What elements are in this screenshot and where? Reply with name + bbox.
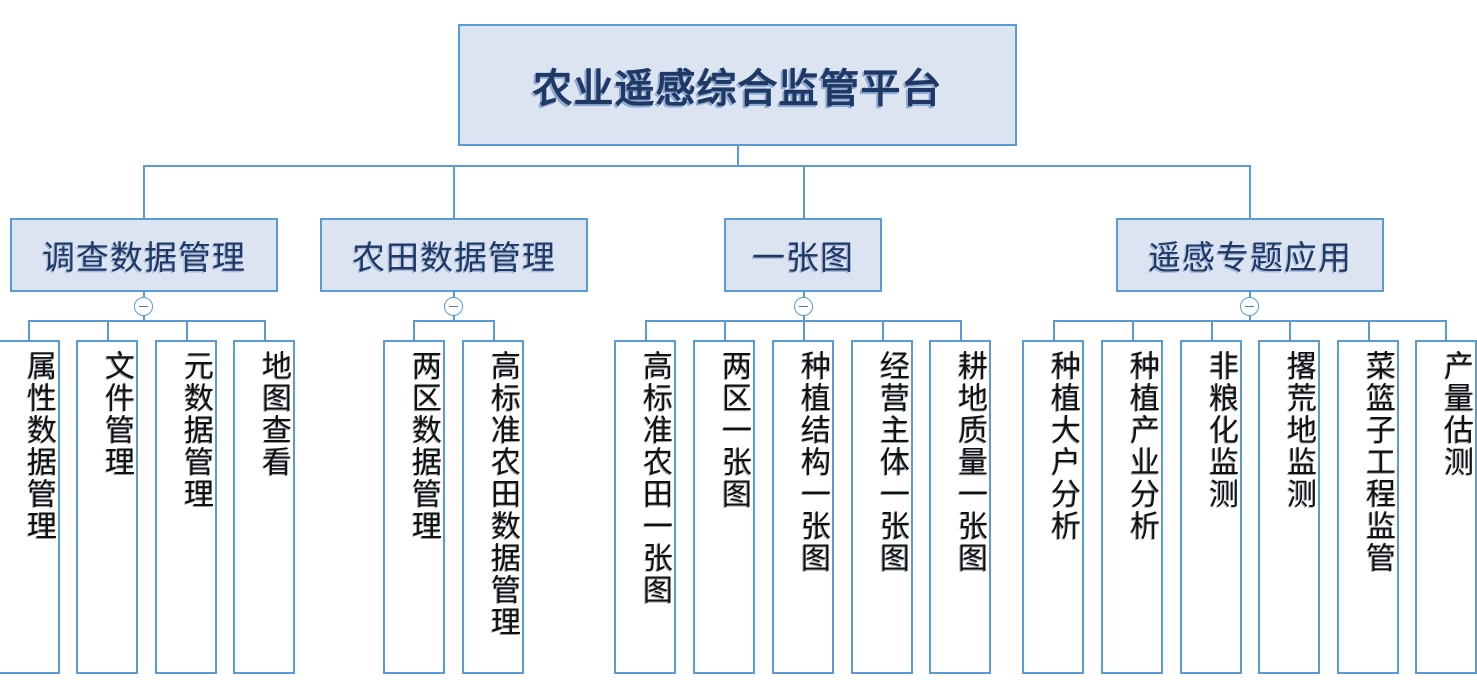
leaf-node-label: 地图查看: [257, 350, 290, 478]
connector-drop-branch-3: [803, 165, 805, 218]
leaf-node-abandoned-land-monitoring[interactable]: 撂荒地监测: [1258, 340, 1320, 674]
leaf-node-high-standard-farmland-data-mgmt[interactable]: 高标准农田数据管理: [462, 340, 524, 674]
branch-node-farmland-data[interactable]: 农田数据管理: [320, 218, 588, 292]
minus-circle-icon: [139, 305, 148, 308]
root-node-platform[interactable]: 农业遥感综合监管平台: [458, 24, 1017, 146]
connector-leaf-drop-4-2: [1132, 320, 1134, 341]
leaf-node-label: 耕地质量一张图: [953, 350, 986, 574]
leaf-node-label: 产量估测: [1439, 350, 1472, 478]
connector-drop-branch-4: [1249, 165, 1251, 218]
branch-node-label: 一张图: [752, 239, 854, 276]
leaf-node-label: 文件管理: [100, 350, 133, 478]
leaf-node-metadata-mgmt[interactable]: 元数据管理: [155, 340, 217, 674]
leaf-node-large-grower-analysis[interactable]: 种植大户分析: [1022, 340, 1084, 674]
connector-leaf-drop-3-4: [882, 320, 884, 341]
connector-root-bus: [143, 165, 1251, 167]
connector-leaf-drop-1-3: [186, 320, 188, 341]
minus-circle-icon: [449, 305, 458, 308]
collapse-toggle-branch-4[interactable]: [1240, 297, 1259, 316]
connector-leaf-drop-1-1: [28, 320, 30, 341]
connector-bus-branch-1: [28, 320, 266, 322]
leaf-node-label: 两区一张图: [717, 350, 750, 510]
connector-leaf-drop-1-2: [107, 320, 109, 341]
connector-leaf-drop-4-5: [1368, 320, 1370, 341]
connector-leaf-drop-2-2: [493, 320, 495, 341]
connector-drop-branch-2: [453, 165, 455, 218]
leaf-node-map-view[interactable]: 地图查看: [233, 340, 295, 674]
connector-leaf-drop-4-4: [1289, 320, 1291, 341]
connector-drop-branch-1: [143, 165, 145, 218]
leaf-node-label: 撂荒地监测: [1282, 350, 1315, 510]
leaf-node-label: 种植产业分析: [1125, 350, 1158, 542]
root-node-label: 农业遥感综合监管平台: [532, 67, 943, 111]
leaf-node-yield-estimation[interactable]: 产量估测: [1415, 340, 1477, 674]
branch-node-label: 农田数据管理: [352, 239, 556, 276]
connector-leaf-drop-3-2: [724, 320, 726, 341]
leaf-node-high-standard-farmland-one-map[interactable]: 高标准农田一张图: [614, 340, 676, 674]
leaf-node-label: 高标准农田一张图: [638, 350, 671, 606]
connector-leaf-drop-3-1: [645, 320, 647, 341]
leaf-node-label: 高标准农田数据管理: [486, 350, 519, 638]
leaf-node-label: 两区数据管理: [407, 350, 440, 542]
leaf-node-file-mgmt[interactable]: 文件管理: [76, 340, 138, 674]
connector-leaf-drop-2-1: [413, 320, 415, 341]
connector-leaf-drop-3-5: [960, 320, 962, 341]
leaf-node-planting-industry-analysis[interactable]: 种植产业分析: [1101, 340, 1163, 674]
branch-node-label: 遥感专题应用: [1148, 239, 1352, 276]
connector-bus-branch-4: [1053, 320, 1447, 322]
leaf-node-label: 经营主体一张图: [875, 350, 908, 574]
leaf-node-planting-structure-one-map[interactable]: 种植结构一张图: [772, 340, 834, 674]
leaf-node-business-entity-one-map[interactable]: 经营主体一张图: [851, 340, 913, 674]
minus-circle-icon: [799, 305, 808, 308]
collapse-toggle-branch-1[interactable]: [134, 297, 153, 316]
connector-leaf-drop-4-1: [1053, 320, 1055, 341]
connector-leaf-drop-4-3: [1211, 320, 1213, 341]
connector-root-stem: [737, 146, 739, 166]
branch-node-label: 调查数据管理: [42, 239, 246, 276]
collapse-toggle-branch-3[interactable]: [794, 297, 813, 316]
connector-bus-branch-2: [413, 320, 495, 322]
connector-leaf-drop-4-6: [1445, 320, 1447, 341]
leaf-node-two-zone-one-map[interactable]: 两区一张图: [693, 340, 755, 674]
connector-leaf-drop-3-3: [803, 320, 805, 341]
leaf-node-label: 种植大户分析: [1046, 350, 1079, 542]
leaf-node-label: 种植结构一张图: [796, 350, 829, 574]
leaf-node-label: 菜篮子工程监管: [1361, 350, 1394, 574]
collapse-toggle-branch-2[interactable]: [444, 297, 463, 316]
branch-node-remote-sensing[interactable]: 遥感专题应用: [1116, 218, 1384, 292]
minus-circle-icon: [1245, 305, 1254, 308]
connector-leaf-drop-1-4: [264, 320, 266, 341]
leaf-node-vegetable-basket-project-supervision[interactable]: 菜篮子工程监管: [1337, 340, 1399, 674]
leaf-node-two-zone-data-mgmt[interactable]: 两区数据管理: [383, 340, 445, 674]
leaf-node-non-grain-monitoring[interactable]: 非粮化监测: [1180, 340, 1242, 674]
leaf-node-cultivated-land-quality-one-map[interactable]: 耕地质量一张图: [929, 340, 991, 674]
leaf-node-attribute-data-mgmt[interactable]: 属性数据管理: [0, 340, 60, 674]
leaf-node-label: 非粮化监测: [1204, 350, 1237, 510]
branch-node-survey-data[interactable]: 调查数据管理: [10, 218, 278, 292]
leaf-node-label: 属性数据管理: [22, 350, 55, 542]
leaf-node-label: 元数据管理: [179, 350, 212, 510]
branch-node-one-map[interactable]: 一张图: [724, 218, 882, 292]
